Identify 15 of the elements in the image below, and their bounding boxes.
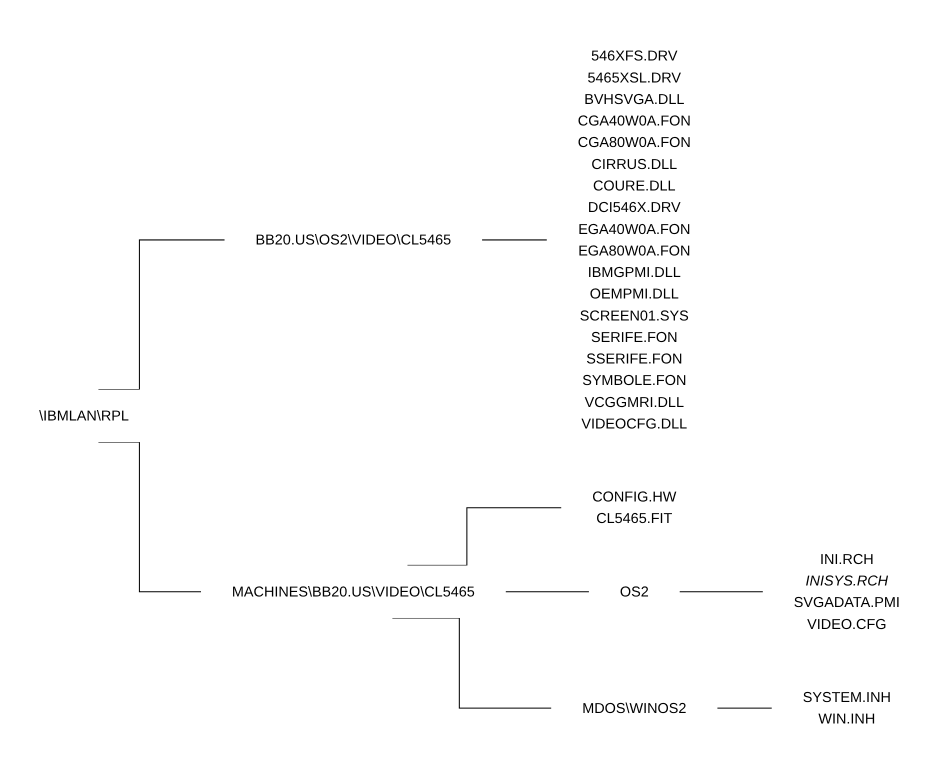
- connector: [392, 617, 552, 709]
- node-text: MDOS\WINOS2: [582, 699, 686, 716]
- connector: [482, 239, 547, 240]
- node-text: CONFIG.HW CL5465.FIT: [592, 488, 676, 526]
- connector: [407, 507, 562, 566]
- node-text: BB20.US\OS2\VIDEO\CL5465: [256, 231, 452, 248]
- node-text: OS2: [620, 582, 649, 600]
- node-text: INI.RCH INISYS.RCH SVGADATA.PMI VIDEO.CFG: [794, 550, 900, 632]
- connector: [506, 591, 589, 592]
- connector: [717, 708, 772, 709]
- node-text: SYSTEM.INH WIN.INH: [802, 688, 891, 727]
- connector: [98, 442, 202, 592]
- connector: [98, 239, 225, 390]
- node-text: 546XFS.DRV 5465XSL.DRV BVHSVGA.DLL CGA40W0A.FON CGA80W0A.FON CIRRUS.DLL COURE.DLL DCI546X.DRV EGA40W0A.FON EGA80W0A.FON IBMGPMI.DLL OEMPMI.DLL SCREEN01.SYS SERIFE.FON SSERIFE.FON SYMBOLE.FON VCGGMRI.DLL VIDEOCFG.DLL: [578, 47, 691, 432]
- connector: [680, 591, 763, 592]
